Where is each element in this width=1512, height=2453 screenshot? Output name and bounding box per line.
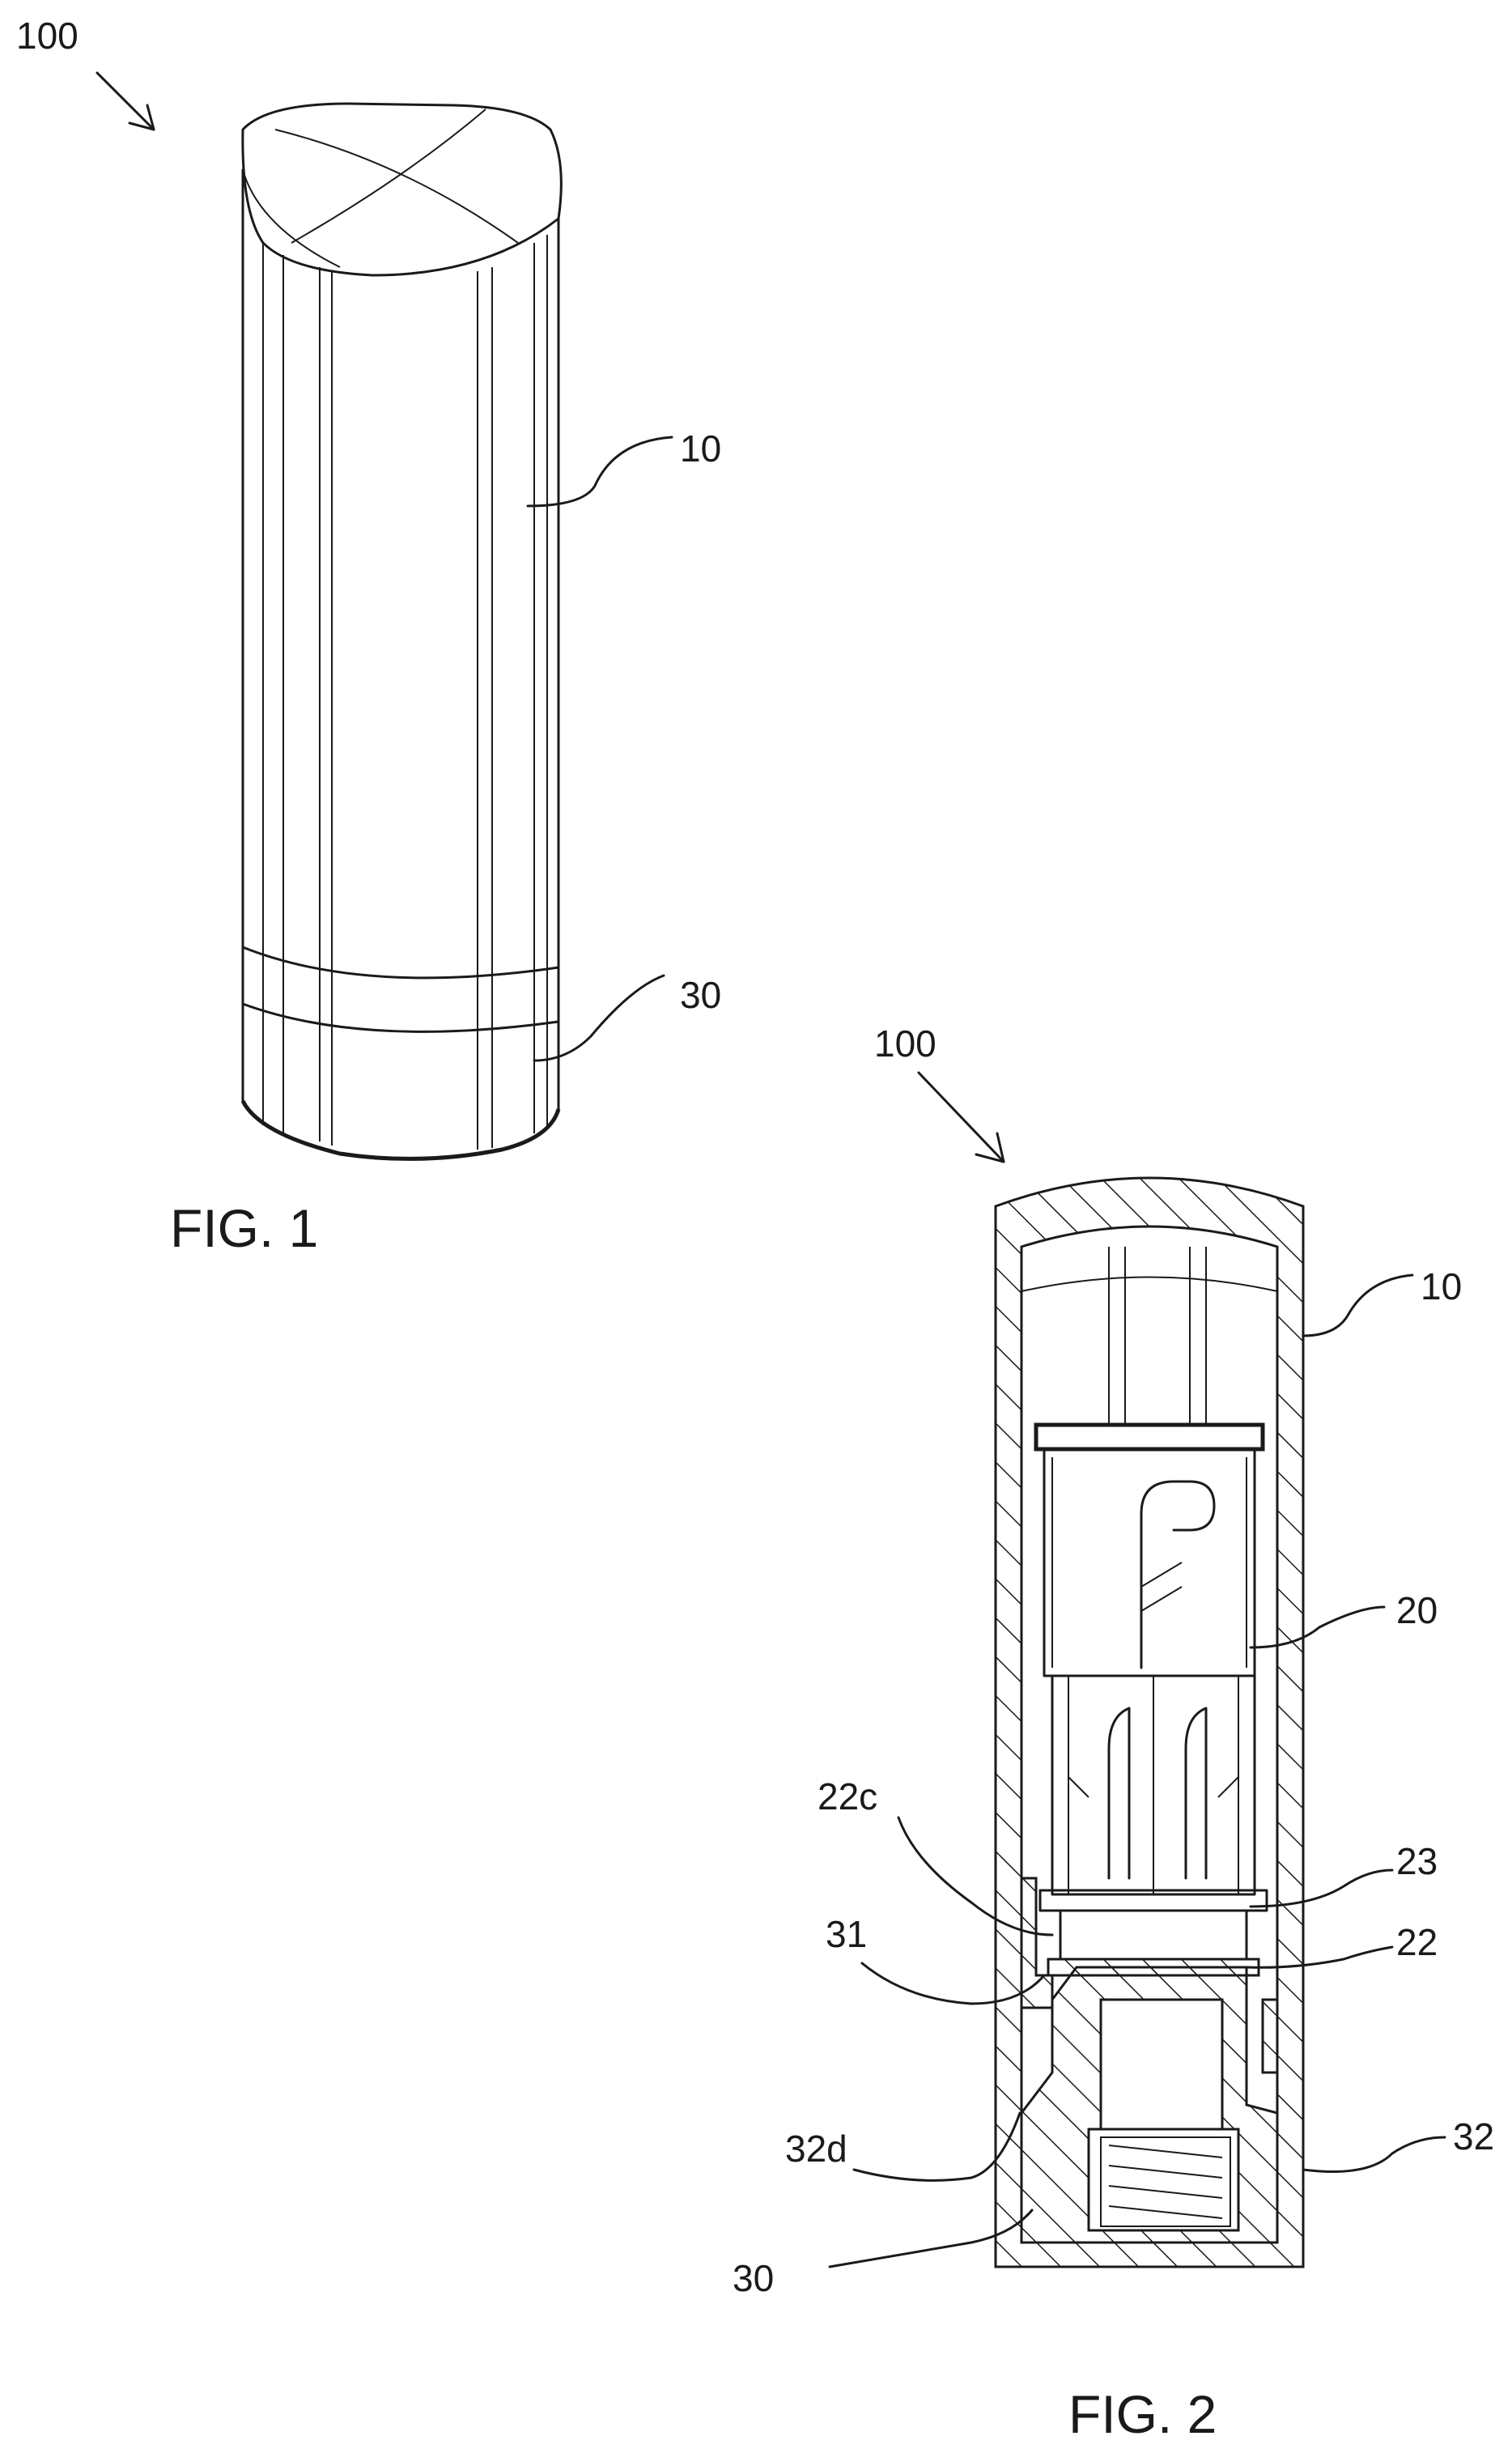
figure-2: 100 [733,1022,1494,2444]
fig2-leader-10 [1303,1275,1412,1336]
fig1-caption: FIG. 1 [170,1198,318,1258]
fig1-ref-10: 10 [680,427,721,470]
fig2-leader-32 [1303,2137,1445,2172]
fig2-ref-32: 32 [1453,2115,1494,2158]
fig2-ref-22: 22 [1396,1921,1438,1963]
fig2-ref-32d: 32d [785,2128,847,2170]
fig2-ref-10: 10 [1421,1265,1462,1307]
fig1-ref-30: 30 [680,974,721,1016]
fig2-ref-100: 100 [874,1022,937,1065]
fig2-ref-20: 20 [1396,1589,1438,1631]
fig2-ref-22c: 22c [818,1775,877,1817]
fig1-lipstick-body [243,104,561,1158]
fig2-arrow-100 [919,1073,1004,1162]
fig2-ref-30: 30 [733,2257,774,2299]
fig1-leader-30 [534,976,664,1061]
fig1-leader-10 [528,437,672,506]
figure-1: 100 [16,15,721,1258]
fig1-ref-100: 100 [16,15,79,57]
fig2-caption: FIG. 2 [1068,2384,1217,2444]
fig2-base-section [1021,1967,1277,2243]
fig1-arrow-100 [97,73,154,130]
fig2-ref-31: 31 [826,1913,867,1955]
fig2-ref-23: 23 [1396,1840,1438,1882]
